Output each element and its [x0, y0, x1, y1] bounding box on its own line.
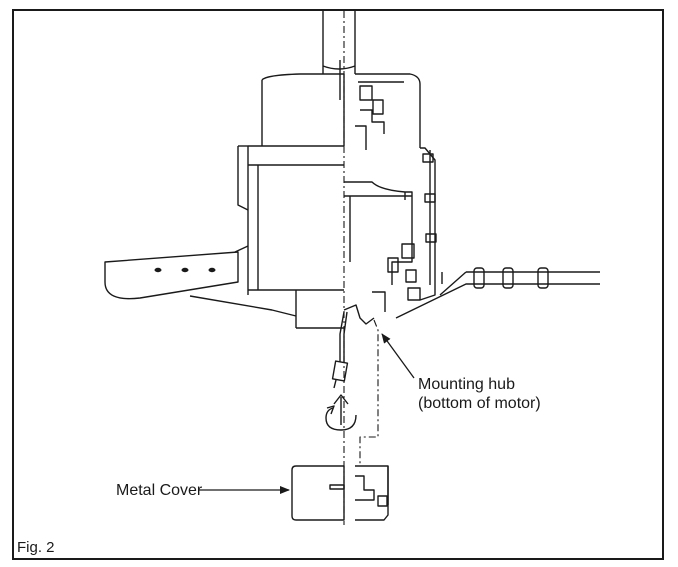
figure-frame: [12, 9, 664, 560]
alignment-guides: [343, 11, 379, 525]
metal-cover-label: Metal Cover: [116, 482, 203, 499]
rotation-arrow-icon: [325, 394, 357, 431]
mounting-hub-label-line1: Mounting hub: [418, 376, 515, 393]
mounting-hub-label-line2: (bottom of motor): [418, 395, 541, 412]
mounting-hub-leader: [381, 333, 415, 379]
blade-screw-holes: [154, 267, 216, 273]
metal-cover: [291, 465, 389, 521]
motor-cutaway: [339, 60, 437, 325]
wire-connector: [331, 311, 349, 389]
left-blade: [104, 245, 297, 317]
figure-caption: Fig. 2: [17, 539, 55, 556]
downrod: [322, 11, 356, 74]
motor-housing: [237, 73, 345, 329]
mounting-hub-label: Mounting hub (bottom of motor): [418, 375, 541, 413]
right-blade-arm: [395, 267, 600, 319]
